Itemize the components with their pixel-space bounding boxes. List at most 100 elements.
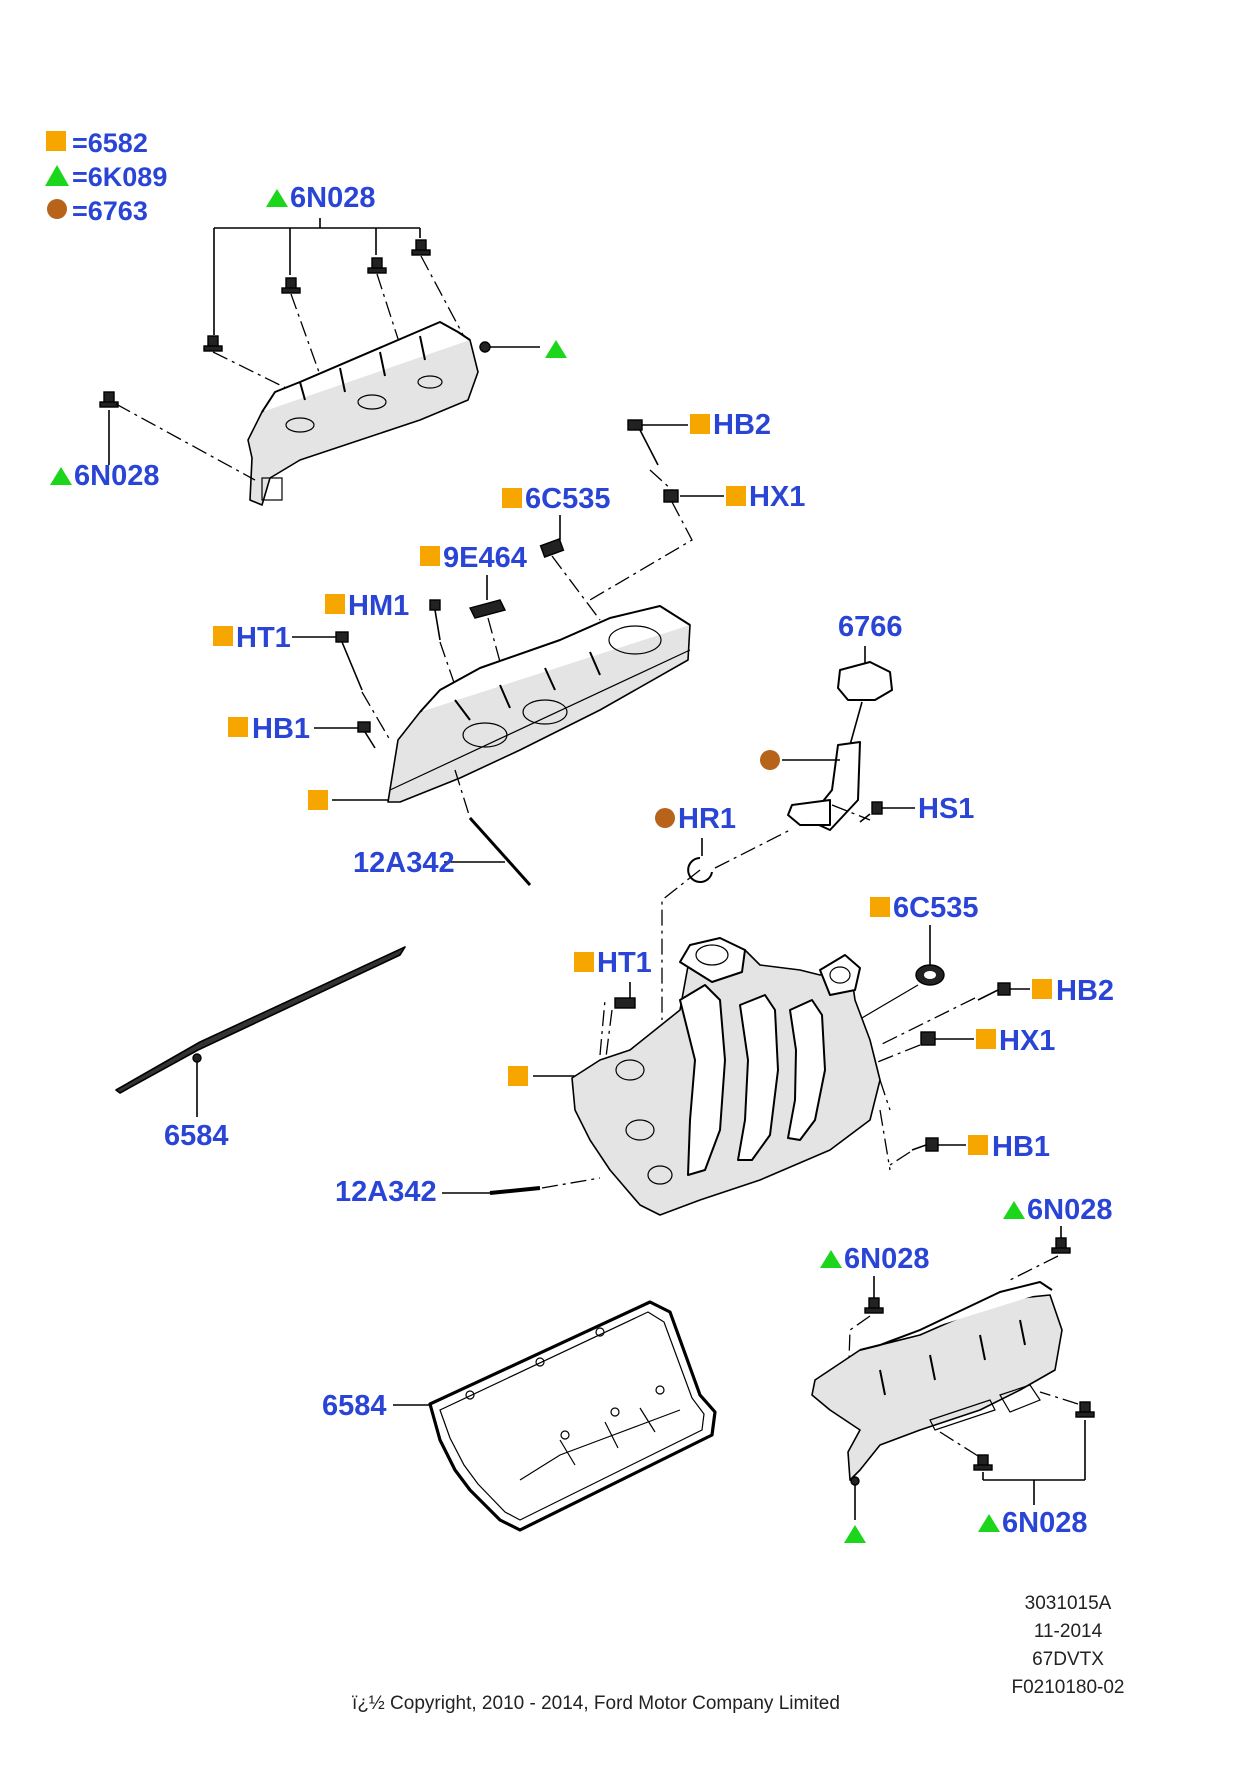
heat-shield-upper-ribs bbox=[261, 321, 471, 413]
legend: =6582 =6K089 =6763 bbox=[45, 128, 167, 226]
intake-throttle-body bbox=[679, 937, 746, 983]
gasket-inner-rib bbox=[519, 1407, 681, 1481]
assembly-line bbox=[879, 1109, 911, 1171]
callout-6766: 6766 bbox=[838, 611, 903, 643]
triangle-marker bbox=[844, 1525, 866, 1543]
square-marker bbox=[508, 1066, 528, 1086]
legend-triangle-marker bbox=[45, 165, 69, 186]
bolt-icon bbox=[357, 721, 376, 749]
square-marker bbox=[325, 594, 345, 614]
shield-slot bbox=[929, 1399, 996, 1431]
grommet-hole bbox=[924, 971, 936, 979]
glow-plug-icon bbox=[489, 1186, 541, 1195]
intake-runner bbox=[737, 994, 779, 1161]
bolt-icon bbox=[627, 419, 659, 466]
valve-cover-upper-group: HB2 HX1 6C535 9E464 HM1 HT1 HB1 bbox=[213, 409, 805, 887]
triangle-marker bbox=[266, 189, 288, 207]
clip-icon bbox=[479, 341, 491, 353]
oil-filler-group: 6766 HS1 HR1 bbox=[655, 611, 974, 1020]
copyright-text: ï¿½ Copyright, 2010 - 2014, Ford Motor C… bbox=[352, 1693, 840, 1714]
bolt-icon bbox=[859, 801, 883, 823]
glow-plug-icon bbox=[468, 816, 532, 887]
callout-hb2-lower: HB2 bbox=[1056, 975, 1114, 1007]
stud-icon bbox=[920, 1031, 936, 1046]
square-marker bbox=[574, 952, 594, 972]
shield-hole bbox=[417, 375, 443, 389]
assembly-line bbox=[939, 1391, 1079, 1457]
callout-hb2-upper: HB2 bbox=[713, 409, 771, 441]
legend-square-text: =6582 bbox=[72, 128, 148, 158]
shield-hole bbox=[357, 394, 387, 410]
coil-well bbox=[608, 625, 662, 655]
triangle-marker bbox=[50, 467, 72, 485]
valve-cover-gasket-group: 6584 bbox=[322, 1300, 717, 1532]
square-marker bbox=[213, 626, 233, 646]
lower-heat-shield-group: 6N028 6N028 6N028 bbox=[811, 1194, 1112, 1543]
intake-runner bbox=[787, 999, 826, 1141]
reference-line: 11-2014 bbox=[1034, 1621, 1103, 1642]
oil-filler-flange bbox=[787, 799, 831, 826]
callout-6n028-bottom: 6N028 bbox=[1002, 1507, 1087, 1539]
legend-circle-text: =6763 bbox=[72, 196, 148, 226]
bolt-icon bbox=[411, 239, 431, 256]
callout-6n028-top: 6N028 bbox=[290, 182, 375, 214]
reference-line: 67DVTX bbox=[1032, 1649, 1104, 1670]
valve-cover-gasket bbox=[428, 1300, 717, 1532]
assembly-line bbox=[454, 769, 471, 819]
manifold-hole bbox=[625, 1119, 655, 1141]
square-marker bbox=[1032, 979, 1052, 999]
assembly-line bbox=[869, 997, 976, 1066]
callout-6c535-lower: 6C535 bbox=[893, 892, 978, 924]
gasket-bolt-hole bbox=[610, 1407, 620, 1417]
heat-shield-lower-ridge bbox=[859, 1281, 1053, 1396]
square-marker bbox=[726, 486, 746, 506]
bolt-icon bbox=[99, 391, 119, 408]
square-marker bbox=[870, 897, 890, 917]
assembly-line bbox=[361, 691, 391, 741]
square-marker bbox=[228, 717, 248, 737]
circle-marker bbox=[760, 750, 780, 770]
valve-cover-ridge bbox=[419, 605, 691, 721]
gasket-bolt-hole bbox=[465, 1390, 475, 1400]
circle-marker bbox=[655, 808, 675, 828]
legend-square-marker bbox=[46, 131, 66, 151]
callout-hx1-upper: HX1 bbox=[749, 481, 805, 513]
reference-line: F0210180-02 bbox=[1011, 1677, 1124, 1698]
callout-9e464: 9E464 bbox=[443, 542, 527, 574]
bolt-icon bbox=[1075, 1401, 1095, 1418]
manifold-hole bbox=[647, 1165, 673, 1185]
valve-cover-gasket-inner bbox=[439, 1311, 705, 1521]
bolt-icon bbox=[367, 257, 387, 274]
reference-line: 3031015A bbox=[1025, 1593, 1112, 1614]
square-marker bbox=[502, 488, 522, 508]
bolt-icon bbox=[335, 631, 363, 691]
callout-ht1-lower: HT1 bbox=[597, 947, 652, 979]
bolt-icon bbox=[614, 997, 636, 1009]
gasket-point bbox=[192, 1053, 202, 1063]
callout-6n028-mid: 6N028 bbox=[844, 1243, 929, 1275]
callout-hr1: HR1 bbox=[678, 803, 736, 835]
assembly-line bbox=[541, 1177, 601, 1189]
bolt-icon bbox=[977, 982, 1011, 1001]
bracket-leader bbox=[213, 218, 421, 335]
assembly-line bbox=[212, 255, 471, 391]
port-bore bbox=[829, 966, 851, 984]
o-ring-icon bbox=[687, 857, 713, 883]
assembly-line bbox=[589, 469, 693, 601]
callout-6c535-upper: 6C535 bbox=[525, 483, 610, 515]
assembly-line bbox=[604, 1009, 613, 1066]
callout-12a342-upper: 12A342 bbox=[353, 847, 455, 879]
throttle-bore bbox=[695, 944, 729, 966]
bracket-leader bbox=[982, 1420, 1086, 1505]
assembly-line bbox=[487, 617, 506, 681]
shield-hole bbox=[285, 417, 315, 433]
callout-hs1: HS1 bbox=[918, 793, 974, 825]
bolt-icon bbox=[911, 1137, 939, 1152]
callout-ht1-upper: HT1 bbox=[236, 622, 291, 654]
assembly-line bbox=[599, 999, 891, 1111]
bolt-icon bbox=[973, 1454, 993, 1471]
callout-6n028-left: 6N028 bbox=[74, 460, 159, 492]
triangle-marker bbox=[1003, 1201, 1025, 1219]
callout-hb1-lower: HB1 bbox=[992, 1131, 1050, 1163]
